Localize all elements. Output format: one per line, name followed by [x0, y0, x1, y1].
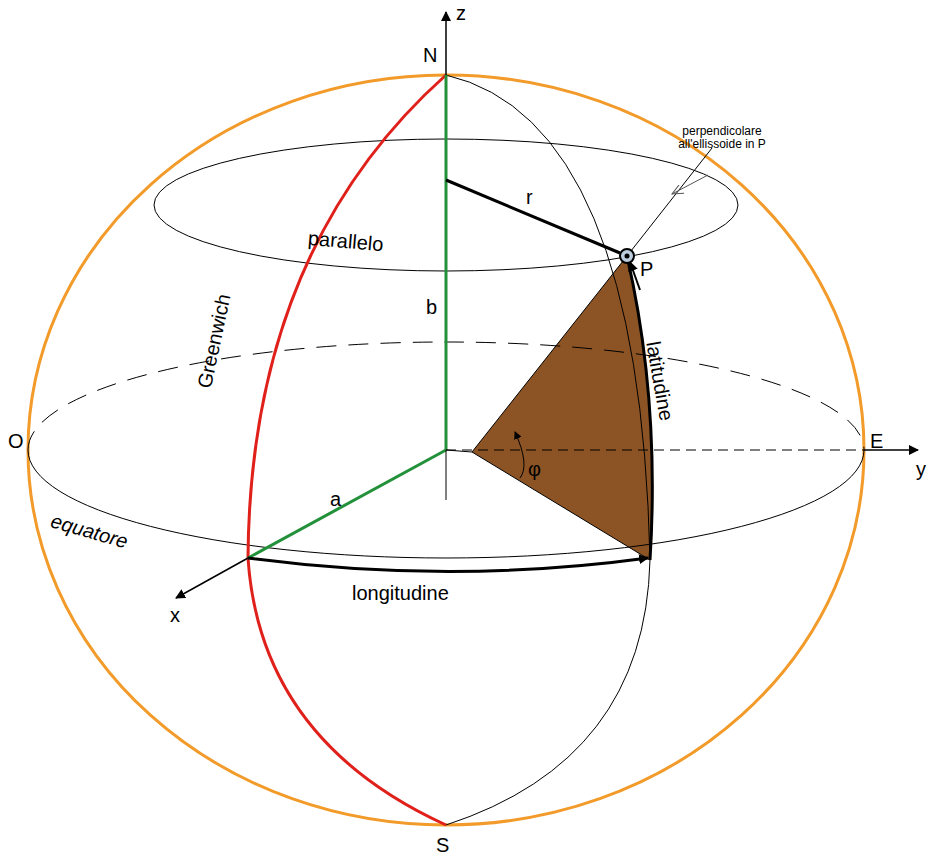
longitude-label: longitudine: [352, 582, 449, 604]
angle-label: φ: [528, 458, 541, 480]
point-label: P: [640, 258, 653, 280]
axis-label: z: [456, 2, 466, 24]
pole-label: S: [436, 834, 449, 856]
meridian-label: Greenwich: [193, 292, 234, 390]
axis-label: y: [916, 458, 926, 480]
parallel-label: parallelo: [307, 227, 384, 256]
pole-label: N: [423, 44, 437, 66]
callout-note: perpendicolare all'ellissoide in P: [662, 125, 782, 151]
axis-label: x: [170, 604, 180, 626]
cardinal-label: O: [8, 430, 24, 452]
radius-label: r: [526, 186, 533, 208]
axis-label: a: [330, 488, 341, 510]
cardinal-label: E: [870, 430, 883, 452]
axis-label: b: [426, 296, 437, 318]
equator-label: equatore: [48, 510, 130, 553]
